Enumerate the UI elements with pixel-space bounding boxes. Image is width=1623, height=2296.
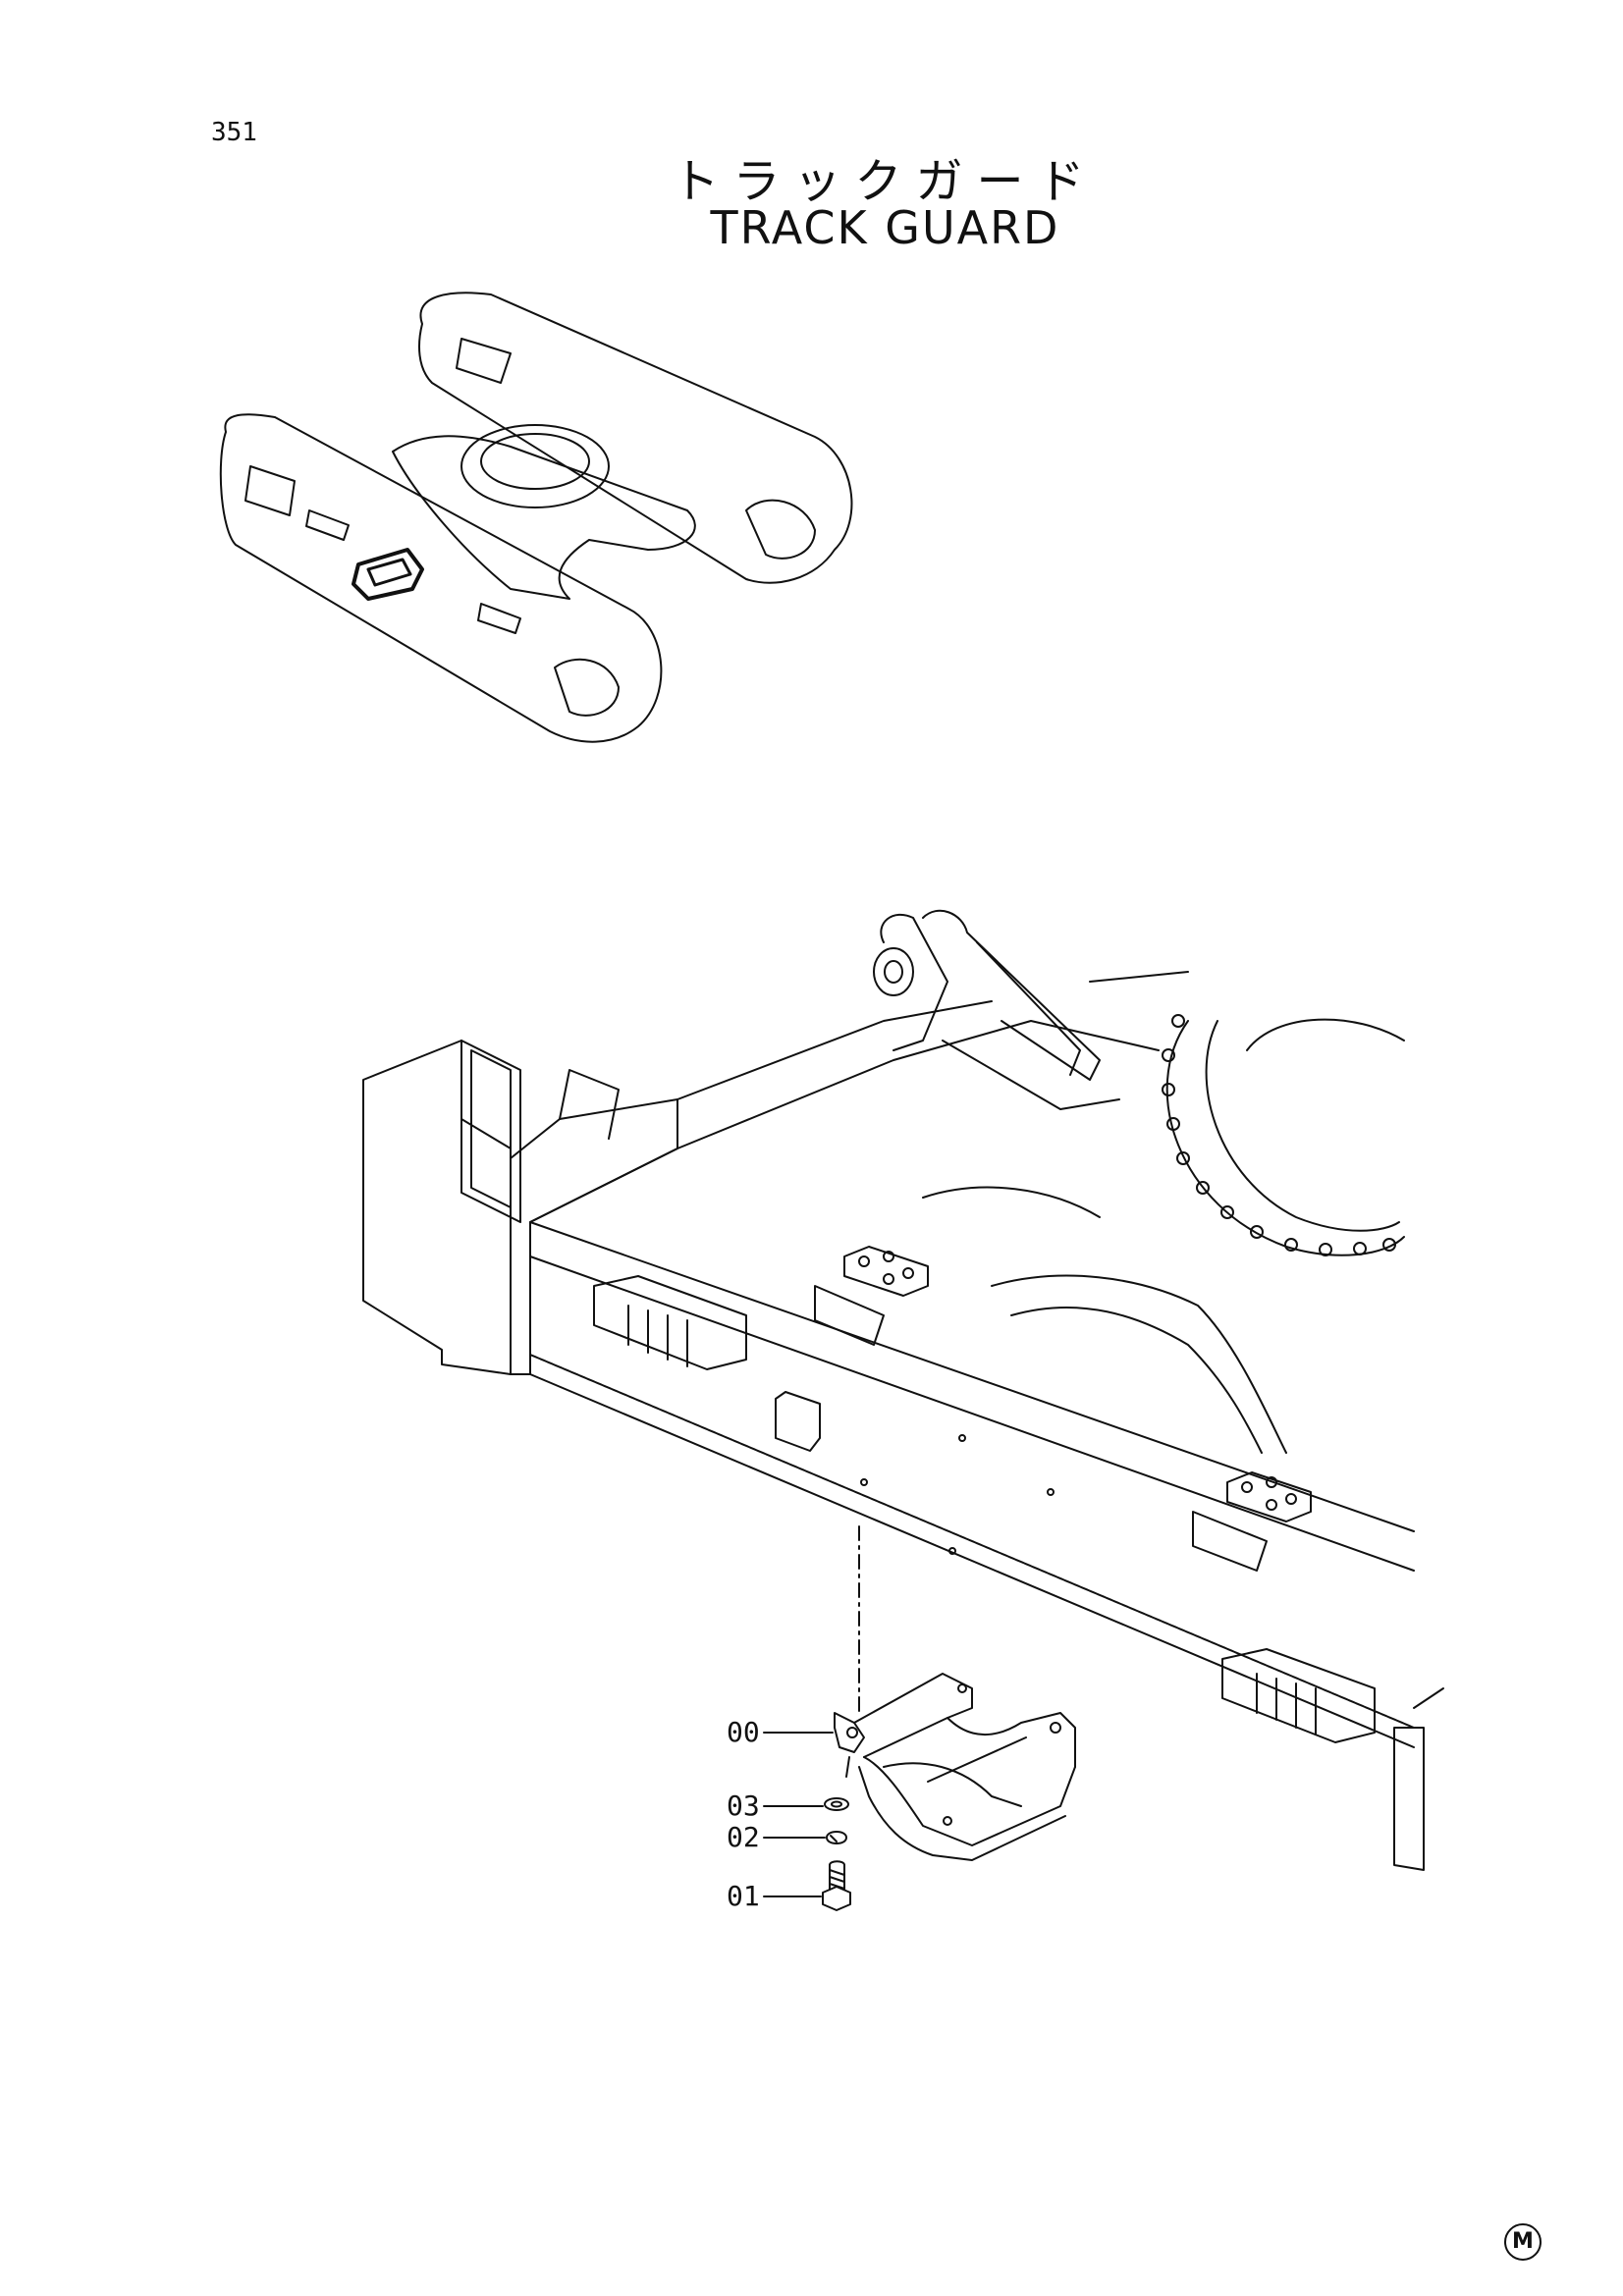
- callout-00: 00: [727, 1716, 760, 1748]
- undercarriage-overview: [219, 292, 853, 743]
- fasteners: [822, 1797, 851, 1911]
- callout-01: 01: [727, 1880, 760, 1912]
- manufacturer-mark: M: [1504, 2223, 1542, 2261]
- track-guard-part: [834, 1673, 1076, 1861]
- callout-03: 03: [727, 1789, 760, 1822]
- title-english: TRACK GUARD: [710, 201, 1060, 254]
- bolt-01: [822, 1860, 851, 1911]
- spring-washer-02: [826, 1831, 847, 1844]
- page-number: 351: [211, 118, 257, 147]
- callout-leaders: [763, 1732, 834, 1897]
- upper-structure: [873, 909, 1405, 1256]
- callout-02: 02: [727, 1821, 760, 1853]
- title-japanese: トラックガード: [672, 154, 1099, 209]
- washer-03: [824, 1797, 849, 1811]
- track-frame: [362, 1000, 1444, 1871]
- assembly-line: [845, 1525, 860, 1778]
